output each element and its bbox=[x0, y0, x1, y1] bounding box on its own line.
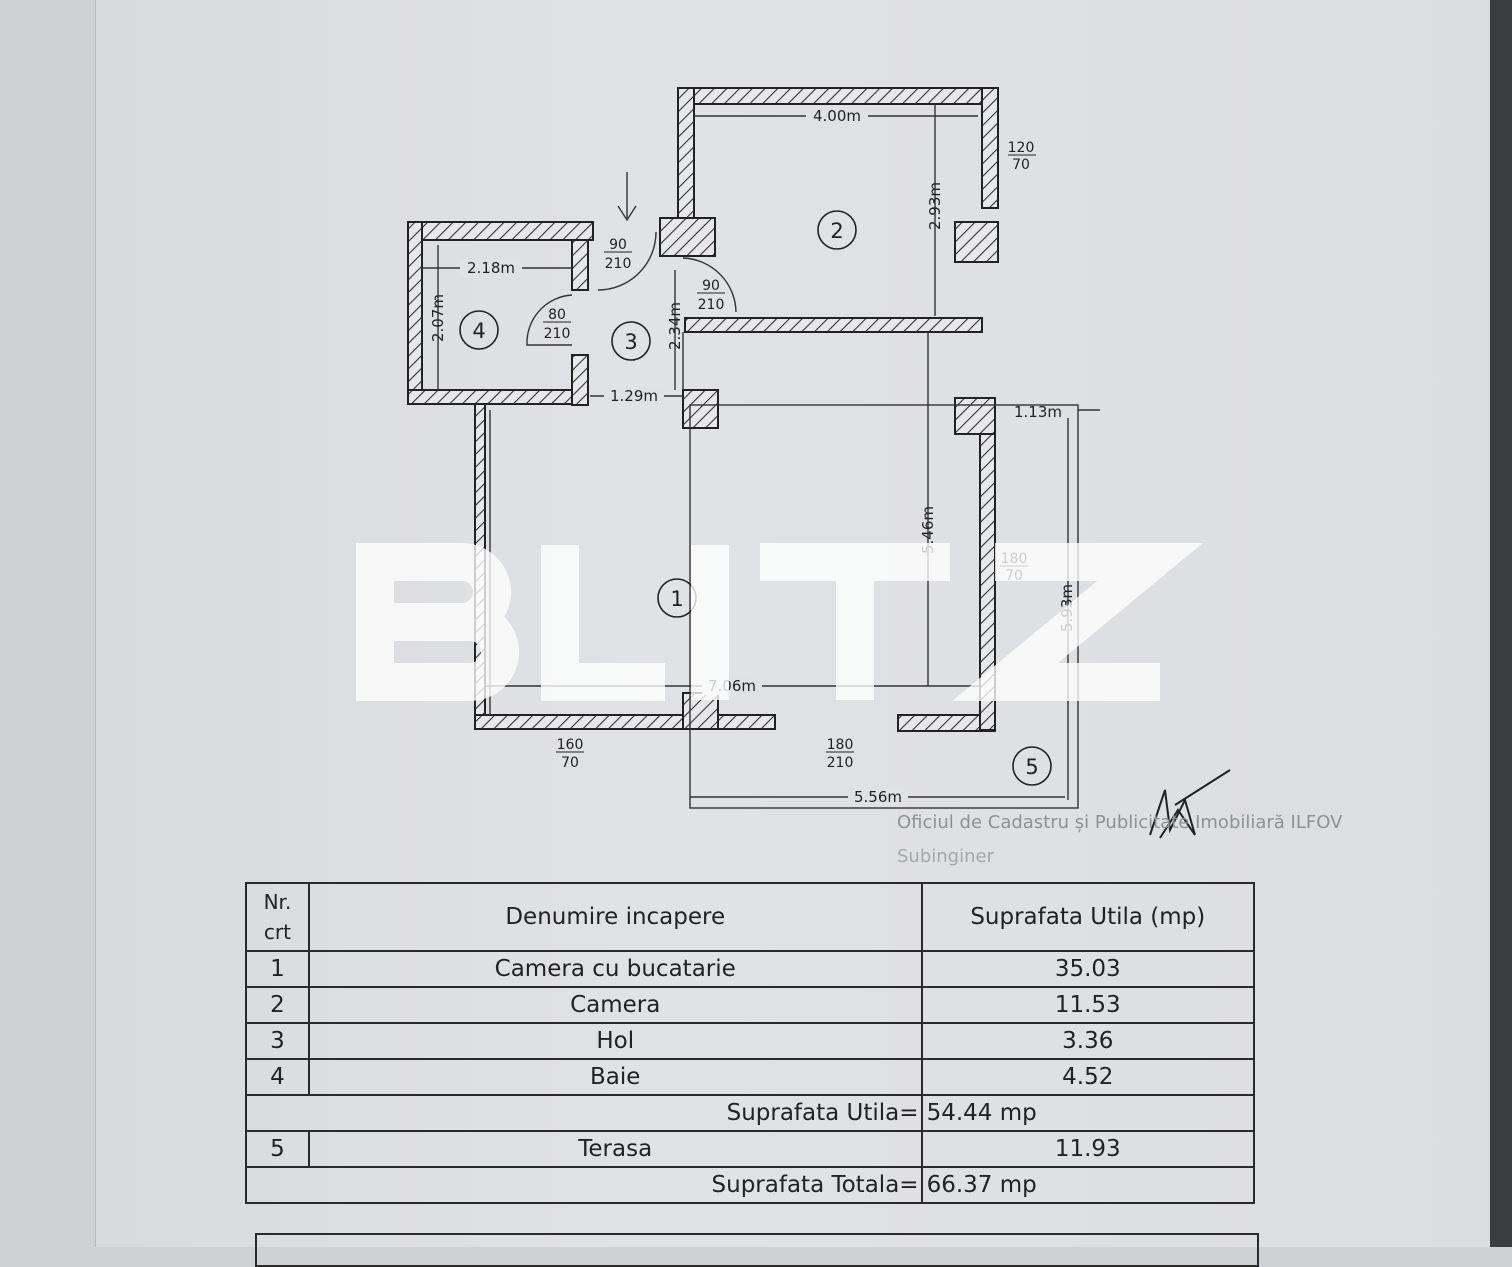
total-label: Suprafata Totala= bbox=[245, 1166, 923, 1204]
opening-3-height: 210 bbox=[698, 297, 725, 313]
total-value: 66.37 mp bbox=[920, 1166, 1256, 1204]
stamp-office: Oficiul de Cadastru și Publicitate Imobi… bbox=[897, 812, 1343, 833]
row-area: 11.53 bbox=[920, 986, 1256, 1024]
header-nr: Nr. crt bbox=[245, 882, 310, 952]
room-number-1: 1 bbox=[670, 587, 683, 611]
dim-room4-height: 2.07m bbox=[429, 294, 447, 342]
row-nr: 2 bbox=[245, 986, 310, 1024]
opening-6-height: 70 bbox=[561, 755, 579, 771]
total-row: Suprafata Totala=66.37 mp bbox=[245, 1166, 1256, 1204]
subtotal-row: Suprafata Utila=54.44 mp bbox=[245, 1094, 1256, 1132]
lower-box bbox=[255, 1233, 1259, 1267]
dim-room2-width: 4.00m bbox=[813, 107, 861, 125]
room-number-3: 3 bbox=[624, 330, 637, 354]
watermark-logo bbox=[356, 543, 1203, 701]
opening-6-width: 160 bbox=[557, 737, 584, 753]
opening-1-width: 120 bbox=[1008, 140, 1035, 156]
dim-room4-width: 2.18m bbox=[467, 259, 515, 277]
row-name: Camera bbox=[307, 986, 923, 1024]
room-number-5: 5 bbox=[1025, 755, 1038, 779]
watermark-letter-b bbox=[356, 543, 519, 701]
row-nr: 4 bbox=[245, 1058, 310, 1096]
opening-1-height: 70 bbox=[1012, 157, 1030, 173]
opening-4-height: 210 bbox=[544, 326, 571, 342]
opening-7-height: 210 bbox=[827, 755, 854, 771]
opening-4-width: 80 bbox=[548, 307, 566, 323]
row-area: 11.93 bbox=[920, 1130, 1256, 1168]
row-area: 4.52 bbox=[920, 1058, 1256, 1096]
dim-hall-height: 2.34m bbox=[666, 302, 684, 350]
row-area: 3.36 bbox=[920, 1022, 1256, 1060]
row-name: Camera cu bucatarie bbox=[307, 950, 923, 988]
opening-2-width: 90 bbox=[609, 237, 627, 253]
row-nr: 5 bbox=[245, 1130, 310, 1168]
opening-3-width: 90 bbox=[702, 278, 720, 294]
dim-room2-height: 2.93m bbox=[926, 182, 944, 230]
inner-lines bbox=[422, 104, 1100, 809]
header-name: Denumire incapere bbox=[307, 882, 923, 952]
watermark-letter-t bbox=[760, 543, 950, 700]
room-number-4: 4 bbox=[472, 319, 485, 343]
subtotal-label: Suprafata Utila= bbox=[245, 1094, 923, 1132]
row-name: Baie bbox=[307, 1058, 923, 1096]
signature bbox=[1149, 769, 1231, 839]
watermark-letter-l bbox=[541, 545, 665, 701]
row-area: 35.03 bbox=[920, 950, 1256, 988]
opening-2-height: 210 bbox=[605, 256, 632, 272]
watermark-letter-z bbox=[952, 543, 1203, 701]
area-table: Nr. crt Denumire incapere Suprafata Util… bbox=[245, 882, 1256, 1204]
row-name: Terasa bbox=[307, 1130, 923, 1168]
dim-hall-width: 1.29m bbox=[610, 387, 658, 405]
row-name: Hol bbox=[307, 1022, 923, 1060]
table-header: Nr. crt Denumire incapere Suprafata Util… bbox=[245, 882, 1256, 952]
paper-edge-shadow bbox=[1490, 0, 1512, 1247]
dim-terrace-width: 5.56m bbox=[854, 788, 902, 806]
stamp-title: Subinginer bbox=[897, 846, 994, 867]
row-nr: 1 bbox=[245, 950, 310, 988]
subtotal-value: 54.44 mp bbox=[920, 1094, 1256, 1132]
header-area: Suprafata Utila (mp) bbox=[920, 882, 1256, 952]
dim-room1-height: 5.46m bbox=[919, 506, 937, 554]
dim-terrace-offset: 1.13m bbox=[1014, 403, 1062, 421]
room-number-2: 2 bbox=[830, 219, 843, 243]
opening-7-width: 180 bbox=[827, 737, 854, 753]
row-nr: 3 bbox=[245, 1022, 310, 1060]
